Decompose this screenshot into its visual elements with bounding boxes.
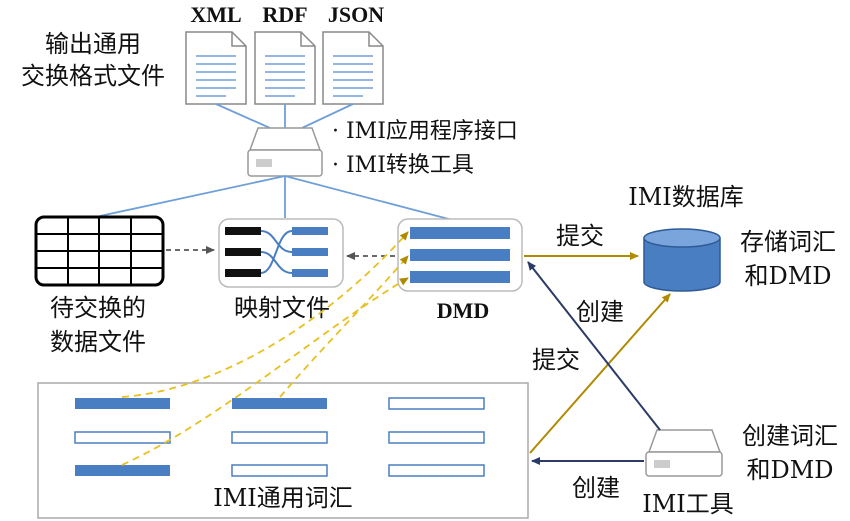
- tool-to-dmd-label: 创建: [576, 298, 624, 326]
- imi-tool-server-icon: [645, 429, 723, 477]
- imi-tool-label: IMI工具: [642, 490, 734, 518]
- imi-tool-note-line1: 创建词汇: [742, 422, 838, 450]
- mapping-file-icon: [218, 218, 344, 288]
- database-note-line1: 存储词汇: [740, 228, 836, 256]
- database-cylinder-icon: [643, 228, 721, 292]
- json-document-icon: [322, 31, 384, 105]
- format-label-json: JSON: [328, 2, 384, 27]
- vocab-to-dmd-links: [121, 231, 409, 466]
- server-icon: [247, 127, 323, 177]
- tool-to-dmd-arrow: [527, 261, 661, 431]
- imi-tool-note-line2: 和DMD: [746, 456, 833, 484]
- database-title: IMI数据库: [628, 183, 744, 211]
- vocab-to-db-arrow: [529, 293, 671, 454]
- vocabulary-panel: [37, 382, 529, 519]
- vocabulary-label: IMI通用词汇: [213, 484, 353, 512]
- xml-document-icon: [185, 31, 247, 105]
- rdf-document-icon: [254, 31, 316, 105]
- dmd-label: DMD: [437, 298, 490, 323]
- formats-caption-line2: 交换格式文件: [21, 62, 165, 90]
- mapping-file-label: 映射文件: [234, 294, 330, 322]
- formats-caption-line1: 输出通用: [45, 30, 141, 58]
- format-document-icons: [185, 31, 384, 105]
- format-label-rdf: RDF: [262, 2, 307, 27]
- database-note-line2: 和DMD: [744, 262, 831, 290]
- data-table-icon: [34, 215, 165, 287]
- data-files-label-line1: 待交换的: [50, 294, 146, 322]
- format-label-xml: XML: [190, 2, 241, 27]
- docs-to-server-lines: [215, 103, 354, 129]
- server-bullet-api: · IMI应用程序接口: [332, 119, 518, 144]
- dmd-to-db-label: 提交: [556, 222, 604, 250]
- data-files-label-line2: 数据文件: [50, 328, 146, 356]
- server-branch-lines: [99, 175, 461, 223]
- tool-to-vocab-label: 创建: [572, 474, 620, 502]
- vocab-to-db-label: 提交: [532, 346, 580, 374]
- dmd-icon: [397, 218, 523, 292]
- server-bullet-converter: · IMI转换工具: [332, 153, 474, 178]
